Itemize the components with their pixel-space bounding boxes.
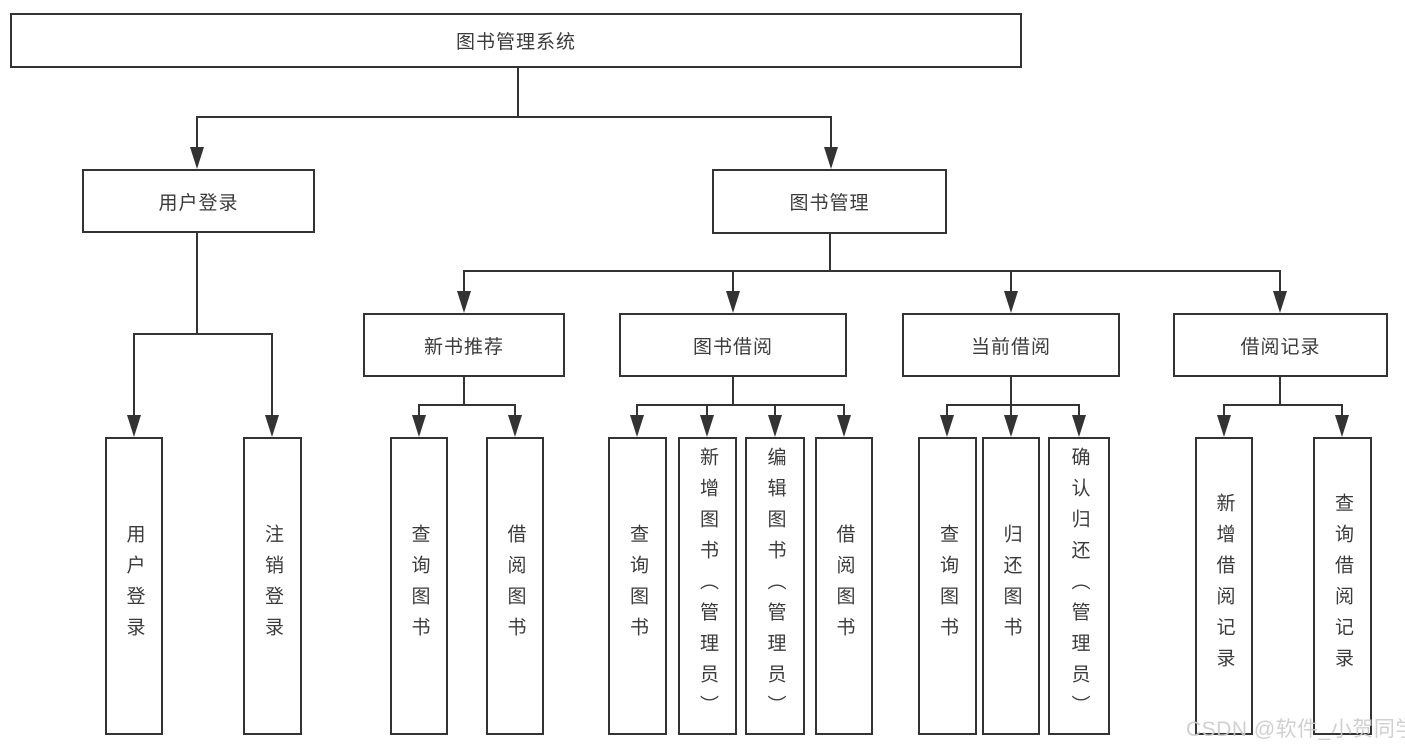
node-user-login-label: 用户登录 — [158, 192, 239, 214]
connector-line — [706, 404, 708, 417]
connector-line — [1010, 404, 1012, 417]
connector-line — [133, 333, 135, 417]
connector-line — [732, 377, 734, 406]
connector-line — [517, 68, 519, 118]
connector-line — [1223, 404, 1225, 417]
connector-line — [946, 404, 1080, 406]
arrow-down-icon — [768, 415, 782, 437]
connector-line — [1279, 270, 1281, 295]
connector-line — [830, 116, 832, 150]
leaf-label: 用户登录 — [123, 524, 145, 648]
leaf-logout: 注销登录 — [243, 437, 302, 735]
leaf-label: 查询借阅记录 — [1332, 493, 1353, 679]
leaf-add-books-admin: 新增图书（管理员） — [678, 437, 737, 735]
connector-line — [463, 270, 465, 295]
connector-line — [946, 404, 948, 417]
connector-line — [514, 404, 516, 417]
node-root: 图书管理系统 — [10, 13, 1022, 68]
connector-line — [418, 404, 420, 417]
connector-line — [196, 116, 198, 150]
arrow-down-icon — [700, 415, 714, 437]
leaf-query-books-rec: 查询图书 — [390, 437, 448, 735]
leaf-label: 借阅图书 — [504, 524, 526, 648]
connector-line — [196, 116, 832, 118]
connector-line — [843, 404, 845, 417]
connector-line — [463, 377, 465, 406]
leaf-label: 编辑图书（管理员） — [764, 446, 786, 726]
leaf-label: 归还图书 — [1000, 524, 1022, 648]
node-new-book-rec-label: 新书推荐 — [423, 336, 504, 358]
connector-line — [1010, 270, 1012, 295]
connector-line — [1010, 377, 1012, 406]
connector-line — [271, 333, 273, 417]
node-book-mgmt-label: 图书管理 — [789, 193, 870, 214]
leaf-label: 确认归还（管理员） — [1068, 446, 1090, 726]
connector-line — [636, 404, 638, 417]
arrow-down-icon — [824, 147, 838, 169]
node-current-borrow: 当前借阅 — [902, 313, 1120, 377]
connector-line — [774, 404, 776, 417]
leaf-label: 查询图书 — [408, 524, 430, 648]
node-user-login: 用户登录 — [82, 169, 315, 233]
connector-line — [1078, 404, 1080, 417]
connector-line — [133, 333, 273, 335]
leaf-label: 新增图书（管理员） — [697, 446, 718, 726]
connector-line — [829, 234, 831, 272]
connector-line — [1223, 404, 1343, 406]
arrow-down-icon — [127, 415, 141, 437]
node-current-borrow-label: 当前借阅 — [970, 336, 1051, 358]
arrow-down-icon — [837, 415, 851, 437]
leaf-query-books-current: 查询图书 — [918, 437, 977, 735]
leaf-label: 新增借阅记录 — [1213, 493, 1235, 679]
connector-line — [463, 270, 1281, 272]
arrow-down-icon — [1273, 291, 1287, 313]
arrow-down-icon — [457, 291, 471, 313]
node-new-book-rec: 新书推荐 — [363, 313, 565, 377]
leaf-label: 查询图书 — [627, 524, 648, 648]
leaf-return-books: 归还图书 — [982, 437, 1040, 735]
arrow-down-icon — [630, 415, 644, 437]
leaf-edit-books-admin: 编辑图书（管理员） — [745, 437, 805, 735]
arrow-down-icon — [1004, 291, 1018, 313]
arrow-down-icon — [726, 291, 740, 313]
arrow-down-icon — [940, 415, 954, 437]
connector-line — [1279, 377, 1281, 406]
node-root-label: 图书管理系统 — [455, 32, 576, 53]
node-borrow-records-label: 借阅记录 — [1240, 336, 1321, 358]
node-borrow-records: 借阅记录 — [1173, 313, 1388, 377]
connector-line — [732, 270, 734, 295]
arrow-down-icon — [1072, 415, 1086, 437]
leaf-label: 注销登录 — [262, 524, 283, 648]
leaf-confirm-return-admin: 确认归还（管理员） — [1048, 437, 1110, 735]
connector-line — [196, 233, 198, 335]
leaf-add-borrow-record: 新增借阅记录 — [1195, 437, 1253, 735]
arrow-down-icon — [508, 415, 522, 437]
leaf-user-login: 用户登录 — [105, 437, 163, 735]
node-book-mgmt: 图书管理 — [712, 169, 947, 234]
arrow-down-icon — [1335, 415, 1349, 437]
leaf-label: 借阅图书 — [833, 524, 855, 648]
arrow-down-icon — [1004, 415, 1018, 437]
csdn-watermark: CSDN @软件_小贺同学 — [1186, 718, 1405, 741]
leaf-borrow-books-rec: 借阅图书 — [486, 437, 544, 735]
connector-line — [1341, 404, 1343, 417]
arrow-down-icon — [190, 147, 204, 169]
leaf-label: 查询图书 — [937, 524, 958, 648]
connector-line — [418, 404, 516, 406]
node-book-borrow: 图书借阅 — [619, 313, 847, 377]
node-book-borrow-label: 图书借阅 — [692, 336, 773, 358]
arrow-down-icon — [1217, 415, 1231, 437]
leaf-borrow-books: 借阅图书 — [815, 437, 873, 735]
connector-line — [636, 404, 845, 406]
leaf-query-borrow-record: 查询借阅记录 — [1313, 437, 1372, 735]
arrow-down-icon — [412, 415, 426, 437]
arrow-down-icon — [265, 415, 279, 437]
leaf-query-books-borrow: 查询图书 — [608, 437, 667, 735]
